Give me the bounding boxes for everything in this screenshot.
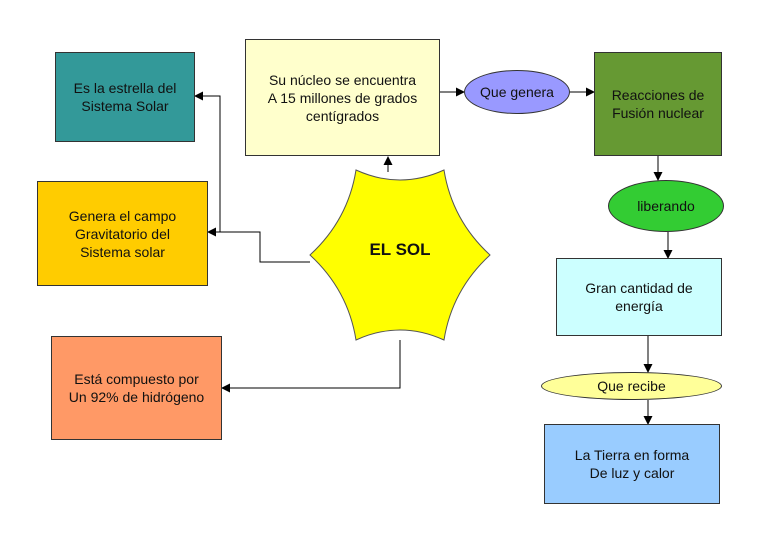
composition-description-box: Está compuesto por Un 92% de hidrógeno — [51, 336, 222, 440]
arrow-sun-to-gravity-box — [207, 227, 310, 263]
energy-box: Gran cantidad de energía — [556, 258, 722, 336]
sun-star-shape — [309, 169, 491, 341]
earth-box: La Tierra en forma De luz y calor — [544, 424, 720, 504]
sun-label: EL SOL — [369, 240, 431, 259]
arrow-sun-to-composition-box — [221, 340, 401, 393]
gravity-description-box: Genera el campo Gravitatorio del Sistema… — [37, 181, 208, 286]
core-temperature-box: Su núcleo se encuentra A 15 millones de … — [245, 39, 440, 156]
releasing-connector: liberando — [608, 180, 724, 232]
generates-connector: Que genera — [464, 70, 570, 114]
star-description-box: Es la estrella del Sistema Solar — [55, 52, 195, 142]
arrow-sun-to-star-box — [194, 91, 221, 232]
receives-connector: Que recibe — [541, 372, 722, 400]
nuclear-fusion-box: Reacciones de Fusión nuclear — [594, 52, 722, 156]
